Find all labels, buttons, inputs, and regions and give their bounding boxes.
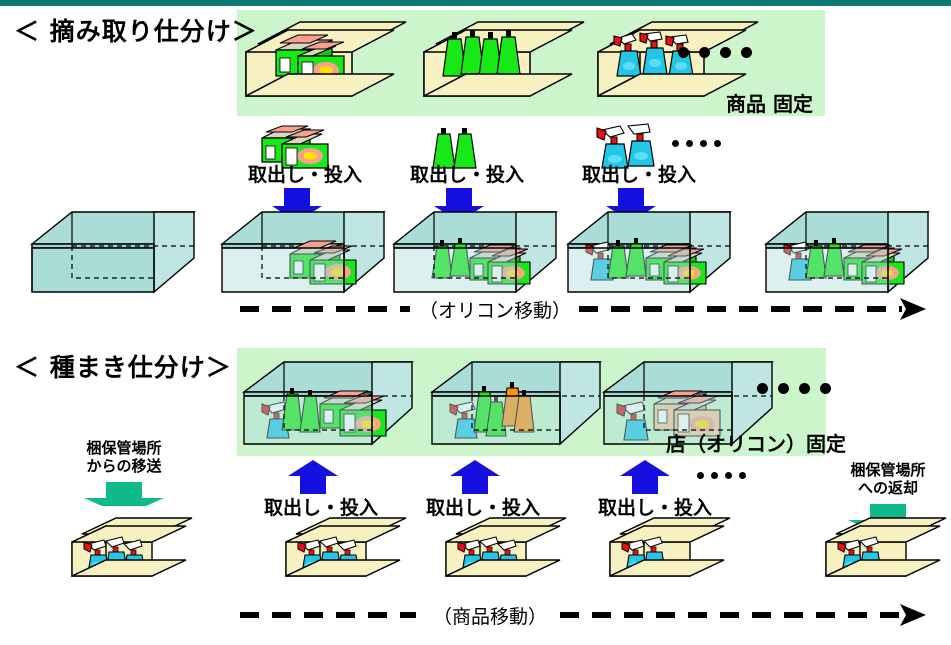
sowing-op-label-1: 取出し・投入 [264, 497, 379, 519]
sowing-store-crate-2[interactable] [428, 352, 608, 456]
picking-crate-step1[interactable] [218, 200, 388, 310]
transfer-out-line1: 梱保管場所 [850, 461, 926, 479]
picking-flow-arrow [240, 298, 926, 320]
sowing-section-title: ＜ 種まき仕分け＞ [14, 353, 232, 382]
sowing-flow-caption: （商品移動） [428, 602, 553, 629]
picking-source-carton-green-bottles[interactable] [418, 14, 598, 114]
picking-band-caption: 商品 固定 [726, 92, 813, 116]
product-spray-bottles [613, 31, 694, 77]
sowing-band-caption: 店（オリコン）固定 [666, 432, 846, 456]
picking-op-label-1: 取出し・投入 [248, 164, 363, 186]
crate-content-green-bottles [607, 238, 647, 279]
picking-source-carton-detergent[interactable] [240, 14, 420, 114]
picking-item-icon-green-bottles [432, 128, 477, 169]
sowing-op-label-2: 取出し・投入 [426, 497, 541, 519]
transfer-in-line1: 梱保管場所 [86, 439, 162, 457]
picking-items-ellipsis [672, 140, 728, 147]
sowing-bottom-carton-2[interactable] [440, 510, 580, 600]
picking-crate-empty[interactable] [28, 200, 198, 310]
picking-source-carton-spray-bottles[interactable] [592, 14, 772, 114]
transfer-out-label: 梱保管場所 への返却 [832, 461, 944, 497]
sowing-bottom-carton-3[interactable] [604, 510, 744, 600]
picking-crate-step2[interactable] [390, 200, 560, 310]
picking-op-label-3: 取出し・投入 [582, 164, 697, 186]
sowing-arrows-ellipsis [697, 472, 753, 479]
sowing-band-ellipsis [757, 383, 841, 394]
transfer-in-label: 梱保管場所 からの移送 [64, 439, 184, 475]
sowing-bottom-carton-4[interactable] [820, 510, 951, 600]
sowing-inject-arrow-3 [620, 460, 670, 494]
sowing-store-crate-1[interactable] [240, 352, 420, 456]
picking-item-icon-detergent [261, 125, 329, 169]
picking-item-icon-spray-bottles [596, 123, 655, 169]
transfer-in-line2: からの移送 [86, 456, 162, 475]
crate-content-green-bottles [805, 238, 845, 279]
product-green-bottles [442, 30, 521, 77]
transfer-in-arrow [84, 482, 164, 506]
picking-crate-step4[interactable] [762, 200, 932, 310]
sowing-inject-arrow-2 [450, 460, 500, 494]
top-divider-rule [0, 0, 951, 6]
store-content-green-bottles [473, 386, 507, 437]
crate-content-detergent [645, 244, 707, 285]
picking-op-label-2: 取出し・投入 [410, 164, 525, 186]
sowing-store-crate-3[interactable] [600, 352, 780, 456]
sowing-bottom-carton-0[interactable] [66, 510, 206, 600]
transfer-out-line2: への返却 [857, 478, 918, 497]
sowing-inject-arrow-1 [288, 460, 338, 494]
crate-content-detergent [469, 244, 531, 285]
store-content-spray [616, 401, 649, 441]
store-content-detergent [319, 390, 387, 437]
picking-band-ellipsis [678, 47, 762, 58]
picking-section-title: ＜ 摘み取り仕分け＞ [14, 17, 258, 46]
picking-crate-step3[interactable] [564, 200, 734, 310]
sowing-bottom-carton-1[interactable] [280, 510, 420, 600]
sowing-op-label-3: 取出し・投入 [598, 497, 713, 519]
picking-flow-caption: （オリコン移動） [414, 296, 577, 323]
sowing-flow-arrow [240, 604, 926, 626]
